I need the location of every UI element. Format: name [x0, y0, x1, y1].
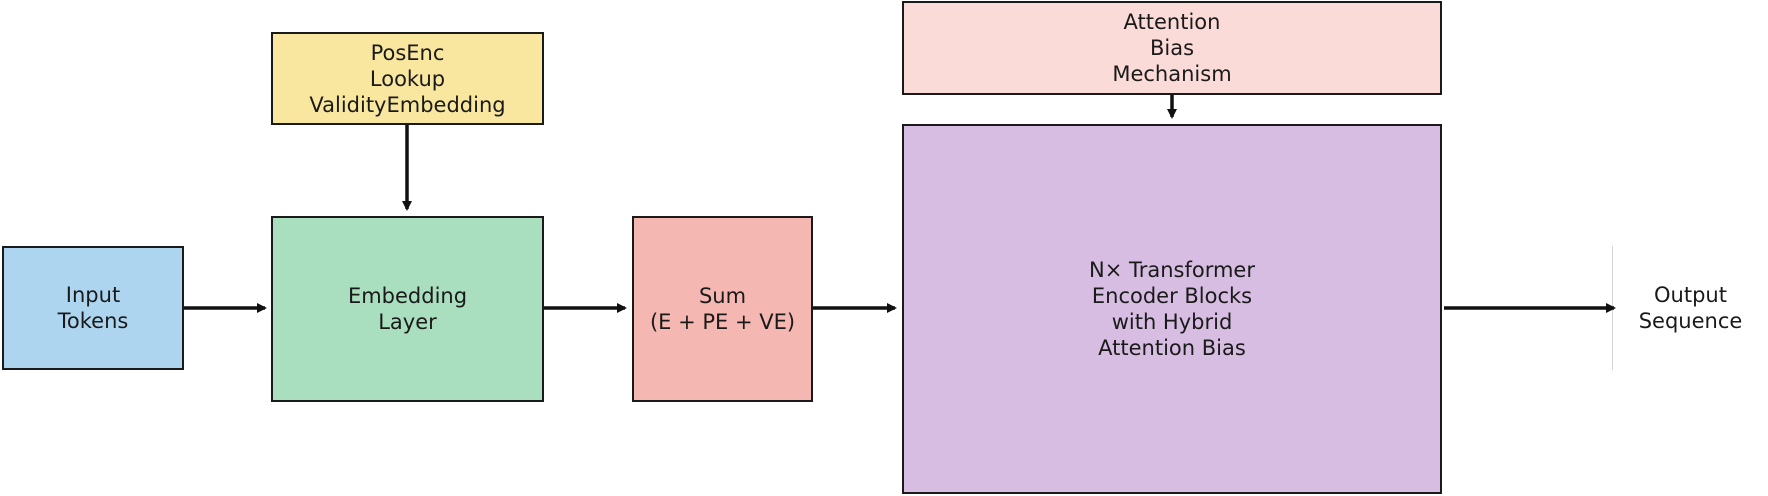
sum-label: Sum (E + PE + VE): [649, 284, 796, 334]
embedding-layer-label: Embedding Layer: [347, 284, 468, 334]
input-tokens-node: Input Tokens: [2, 246, 184, 370]
sum-node: Sum (E + PE + VE): [632, 216, 813, 402]
transformer-encoder-node: N× Transformer Encoder Blocks with Hybri…: [902, 124, 1442, 494]
output-sequence-node: Output Sequence: [1612, 246, 1768, 370]
attention-bias-label: Attention Bias Mechanism: [1112, 10, 1232, 86]
input-tokens-label: Input Tokens: [57, 283, 129, 333]
posenc-lookup-label: PosEnc Lookup ValidityEmbedding: [309, 40, 506, 117]
attention-bias-node: Attention Bias Mechanism: [902, 1, 1442, 95]
embedding-layer-node: Embedding Layer: [271, 216, 544, 402]
posenc-lookup-node: PosEnc Lookup ValidityEmbedding: [271, 32, 544, 125]
transformer-encoder-label: N× Transformer Encoder Blocks with Hybri…: [1089, 258, 1255, 360]
output-sequence-label: Output Sequence: [1638, 283, 1743, 333]
